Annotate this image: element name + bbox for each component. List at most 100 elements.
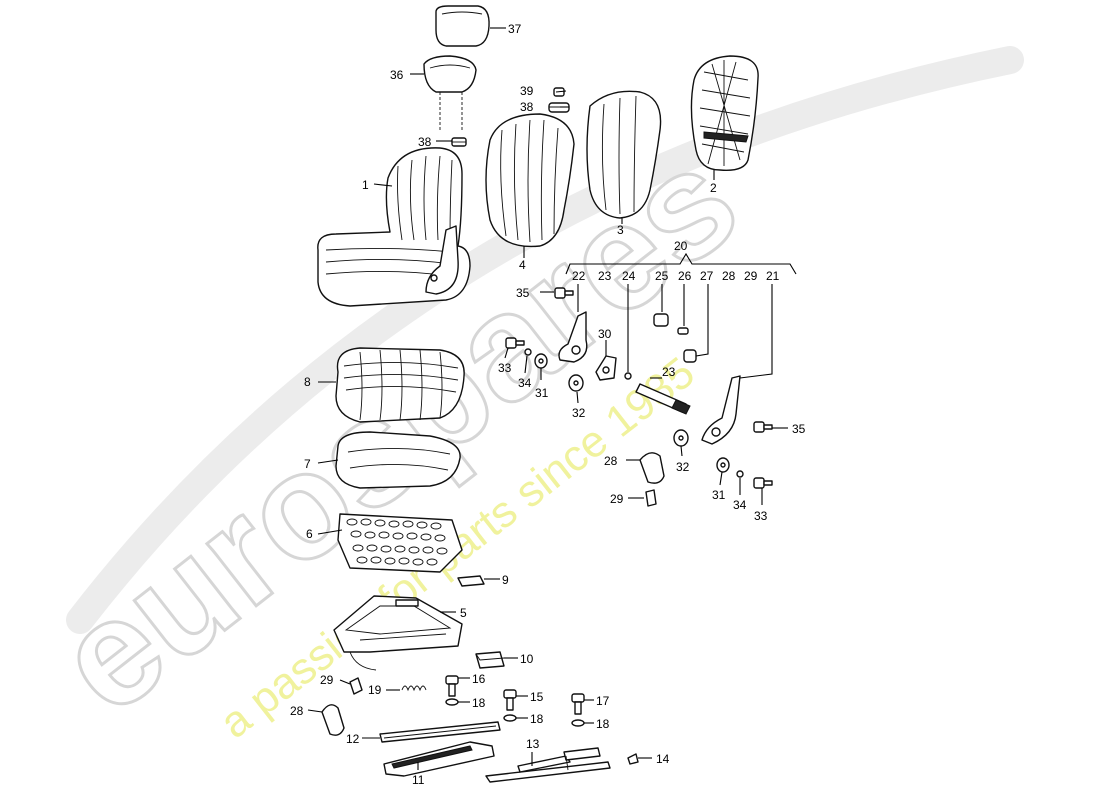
callout-4: 4: [519, 258, 526, 272]
callout-32-left: 32: [572, 406, 586, 420]
callout-30: 30: [598, 327, 612, 341]
leader-lines: [307, 27, 797, 770]
callout-28-mid: 28: [604, 454, 618, 468]
callout-9: 9: [502, 573, 509, 587]
part-31-bushing-left: [534, 353, 548, 369]
part-13-seat-rail-frame: [485, 747, 611, 783]
part-28-knob: [639, 452, 665, 484]
callout-26: 26: [678, 269, 692, 283]
callout-19: 19: [368, 683, 382, 697]
callout-16: 16: [472, 672, 486, 686]
callout-33-right: 33: [754, 509, 768, 523]
callout-35-left: 35: [516, 286, 530, 300]
callout-39: 39: [520, 84, 534, 98]
callout-21: 21: [766, 269, 780, 283]
callout-34-left: 34: [518, 376, 532, 390]
part-36-headrest: [423, 55, 477, 130]
part-33-bolt-left: [505, 337, 525, 349]
part-25-bushing: [653, 313, 669, 327]
callout-24: 24: [622, 269, 636, 283]
part-5-seat-pan: [333, 595, 463, 671]
part-7-seat-padding: [335, 431, 461, 489]
part-32-bushing-right: [673, 429, 689, 447]
part-6-spring-base: [337, 513, 463, 573]
part-29-knob: [645, 489, 657, 507]
callout-22: 22: [572, 269, 586, 283]
callout-13: 13: [526, 737, 540, 751]
callout-1: 1: [362, 178, 369, 192]
part-29-knob-lower: [349, 677, 363, 695]
part-26-pin: [677, 327, 689, 335]
callout-17: 17: [596, 694, 610, 708]
part-31-bushing-right: [716, 457, 730, 473]
part-17-bolt: [571, 693, 585, 715]
part-33-bolt-right: [753, 477, 773, 489]
part-23-shaft: [635, 383, 691, 415]
callout-23-mid: 23: [662, 365, 676, 379]
callout-29-low: 29: [320, 673, 334, 687]
part-35-bolt-right: [753, 421, 773, 433]
callout-31-left: 31: [535, 386, 549, 400]
part-16-bolt: [445, 675, 459, 697]
callout-18-c: 18: [596, 717, 610, 731]
callout-38-left: 38: [418, 135, 432, 149]
part-30-bracket: [595, 355, 617, 381]
part-15-bolt: [503, 689, 517, 711]
callout-18-b: 18: [530, 712, 544, 726]
callout-20: 20: [674, 239, 688, 253]
part-10-bracket: [475, 651, 505, 669]
part-22-lever: [558, 311, 588, 363]
callout-23-top: 23: [598, 269, 612, 283]
callout-18-a: 18: [472, 696, 486, 710]
part-28-knob-lower: [321, 704, 345, 736]
callout-32-right: 32: [676, 460, 690, 474]
part-14-clip: [627, 753, 639, 765]
callout-10: 10: [520, 652, 534, 666]
part-38-grommet-left: [451, 137, 467, 147]
callout-14: 14: [656, 752, 670, 766]
callout-38-right: 38: [520, 100, 534, 114]
part-21-hinge: [701, 375, 741, 445]
callout-28-low: 28: [290, 704, 304, 718]
callout-2: 2: [710, 181, 717, 195]
callout-7: 7: [304, 457, 311, 471]
part-34-washer-left: [524, 348, 532, 356]
callout-37: 37: [508, 22, 522, 36]
part-11-lower-rail: [383, 741, 495, 777]
part-4-backrest-cover: [485, 113, 575, 248]
callout-8: 8: [304, 375, 311, 389]
callout-5: 5: [460, 606, 467, 620]
part-1-seat-assembly: [317, 147, 471, 307]
part-2-backrest-frame: [690, 55, 759, 171]
part-18-washer-c: [571, 719, 585, 727]
part-18-washer-a: [445, 698, 459, 706]
part-19-spring: [401, 685, 427, 692]
part-27-bushing: [683, 349, 697, 363]
part-3-backrest-padding: [586, 90, 662, 219]
callout-6: 6: [306, 527, 313, 541]
part-32-bushing-left: [568, 374, 584, 392]
callout-27: 27: [700, 269, 714, 283]
callout-29-top: 29: [744, 269, 758, 283]
part-9-pad: [457, 575, 485, 587]
callout-35-right: 35: [792, 422, 806, 436]
callout-3: 3: [617, 223, 624, 237]
part-35-bolt-left: [554, 287, 574, 299]
part-8-seat-cushion-cover: [335, 347, 465, 423]
callout-33-left: 33: [498, 361, 512, 375]
watermark-swoosh: [66, 46, 1024, 634]
callout-29-mid: 29: [610, 492, 624, 506]
callout-31-right: 31: [712, 488, 726, 502]
callout-labels: 37 36 38 1 39 38 4 3 2 20 22 23 24 25 26…: [290, 22, 806, 787]
callout-34-right: 34: [733, 498, 747, 512]
part-12-rail: [379, 721, 501, 743]
callout-36: 36: [390, 68, 404, 82]
part-18-washer-b: [503, 714, 517, 722]
part-37-headrest-cover: [435, 5, 490, 47]
part-24-washer: [624, 372, 632, 380]
part-34-washer-right: [736, 470, 744, 478]
callout-11: 11: [412, 773, 425, 787]
callout-15: 15: [530, 690, 544, 704]
